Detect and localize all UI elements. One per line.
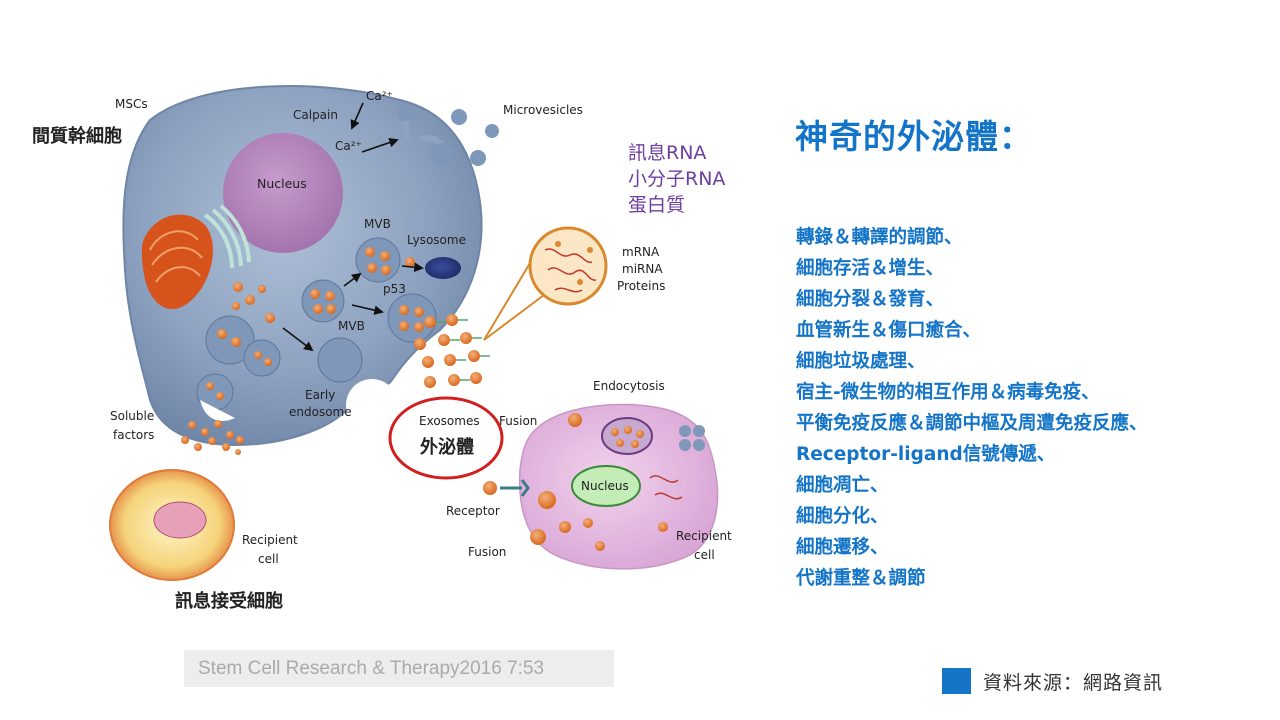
source-text: 資料來源：網路資訊 bbox=[983, 671, 1164, 694]
cargo-item-small-rna: 小分子RNA bbox=[628, 168, 725, 190]
label-recipient-right-1: Recipient bbox=[676, 529, 732, 543]
label-lysosome: Lysosome bbox=[407, 233, 466, 247]
list-item: 血管新生＆傷口癒合、 bbox=[796, 320, 982, 341]
list-item: 細胞存活＆增生、 bbox=[796, 258, 945, 279]
list-item: Receptor-ligand信號傳遞、 bbox=[796, 444, 1056, 465]
list-item: 平衡免疫反應＆調節中樞及周遭免疫反應、 bbox=[796, 413, 1148, 434]
label-soluble-1: Soluble bbox=[110, 409, 154, 423]
recipient-cell-left bbox=[109, 469, 235, 581]
page-title: 神奇的外泌體： bbox=[795, 117, 1033, 156]
recipient-nucleus bbox=[571, 465, 641, 507]
exosome-diagram: MSCs 間質幹細胞 Calpain Ca²⁺ Ca²⁺ Microvesicl… bbox=[32, 85, 732, 612]
label-soluble-2: factors bbox=[113, 428, 154, 442]
list-item: 宿主-微生物的相互作用＆病毒免疫、 bbox=[796, 382, 1100, 403]
label-early-endosome-1: Early bbox=[305, 388, 335, 402]
label-ca-top: Ca²⁺ bbox=[366, 89, 393, 103]
label-early-endosome-2: endosome bbox=[289, 405, 352, 419]
label-mvb-top: MVB bbox=[364, 217, 391, 231]
list-item: 細胞分化、 bbox=[796, 506, 889, 527]
square-bullet-icon bbox=[942, 668, 971, 694]
list-item: 細胞分裂＆發育、 bbox=[796, 289, 945, 310]
mvb-vesicles bbox=[301, 237, 437, 343]
label-mscs-cn: 間質幹細胞 bbox=[32, 125, 122, 147]
label-recipient-cn: 訊息接受細胞 bbox=[175, 590, 283, 612]
list-item: 轉錄＆轉譯的調節、 bbox=[796, 227, 963, 248]
cargo-item-protein: 蛋白質 bbox=[628, 194, 685, 216]
list-item: 細胞遷移、 bbox=[796, 537, 889, 558]
label-microvesicles: Microvesicles bbox=[503, 103, 583, 117]
label-fusion-top: Fusion bbox=[499, 414, 537, 428]
label-recipient-right-2: cell bbox=[694, 548, 715, 562]
label-endocytosis: Endocytosis bbox=[593, 379, 665, 393]
list-item: 細胞凋亡、 bbox=[796, 475, 889, 496]
label-proteins: Proteins bbox=[617, 279, 665, 293]
lysosome bbox=[425, 257, 461, 279]
label-mirna: miRNA bbox=[622, 262, 663, 276]
label-recipient-left-1: Recipient bbox=[242, 533, 298, 547]
label-p53: p53 bbox=[383, 282, 406, 296]
early-endosome bbox=[317, 337, 363, 383]
endoplasmic-reticulum bbox=[141, 214, 213, 310]
cargo-item-mrna: 訊息RNA bbox=[628, 142, 706, 164]
recipient-cell-right bbox=[483, 403, 719, 570]
microvesicles bbox=[397, 103, 499, 166]
label-mscs: MSCs bbox=[115, 97, 148, 111]
golgi-apparatus bbox=[203, 204, 251, 269]
label-nucleus: Nucleus bbox=[257, 176, 307, 191]
list-item: 細胞垃圾處理、 bbox=[796, 351, 926, 372]
label-recipient-left-2: cell bbox=[258, 552, 279, 566]
function-list: 轉錄＆轉譯的調節、 細胞存活＆增生、 細胞分裂＆發育、 血管新生＆傷口癒合、 細… bbox=[796, 222, 1148, 594]
cargo-callout bbox=[483, 226, 608, 341]
label-exosomes-cn: 外泌體 bbox=[420, 436, 474, 458]
label-recipient-nucleus: Nucleus bbox=[581, 479, 629, 493]
citation: Stem Cell Research & Therapy2016 7:53 bbox=[184, 650, 614, 687]
soluble-factors bbox=[181, 373, 244, 455]
exosomes-highlight bbox=[388, 396, 504, 480]
list-item: 代謝重整＆調節 bbox=[796, 568, 926, 589]
released-exosomes bbox=[414, 314, 490, 388]
msc-nucleus bbox=[223, 133, 343, 253]
label-fusion-bottom: Fusion bbox=[468, 545, 506, 559]
label-mvb-bottom: MVB bbox=[338, 319, 365, 333]
label-exosomes: Exosomes bbox=[419, 414, 480, 428]
label-ca-mid: Ca²⁺ bbox=[335, 139, 362, 153]
label-receptor: Receptor bbox=[446, 504, 500, 518]
label-calpain: Calpain bbox=[293, 108, 338, 122]
label-mrna: mRNA bbox=[622, 245, 660, 259]
source-note: 資料來源：網路資訊 bbox=[942, 668, 1163, 694]
